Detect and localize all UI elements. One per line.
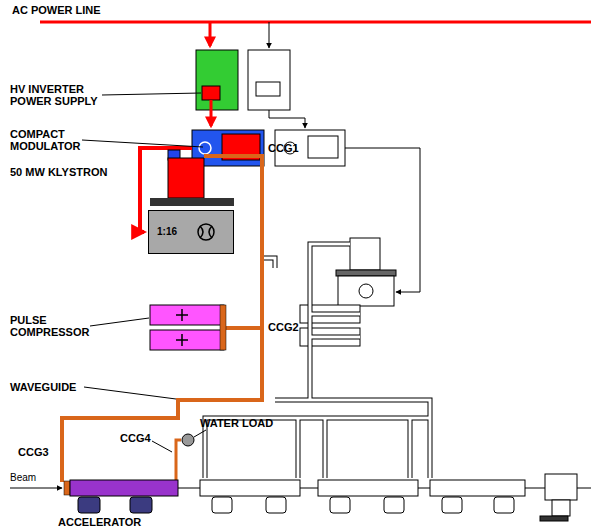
second-station: [300, 238, 396, 346]
waveguide: [62, 156, 262, 482]
accelerator-part: [130, 497, 152, 513]
leader-line-part: [84, 387, 176, 399]
waveguide-part: [62, 156, 262, 482]
part-label: CCG4: [120, 432, 151, 444]
white-waveguide: [205, 244, 430, 478]
part-label: CCG1: [268, 142, 299, 154]
part-label: PULSE COMPRESSOR: [10, 314, 90, 338]
accelerator-part-part: [430, 480, 525, 496]
accelerator-part-part: [318, 480, 418, 496]
modulator-part: [199, 142, 211, 154]
part-label: AC POWER LINE: [12, 4, 101, 16]
part-label: CCG3: [18, 446, 49, 458]
accelerator-part-part: [384, 497, 404, 513]
modulator-part: [308, 136, 338, 158]
white-waveguide-part: [205, 244, 430, 478]
inverter-supply-part: [256, 82, 280, 96]
accelerator-part-part: [200, 480, 300, 496]
accelerator-part-part: [330, 497, 350, 513]
accelerator-part-part: [545, 474, 577, 500]
accelerator-part-part: [212, 497, 232, 513]
second-station-part: [350, 238, 380, 270]
white-waveguide-part: [205, 244, 430, 478]
leader-line-part: [82, 140, 203, 147]
accelerator-part-part: [552, 500, 570, 516]
waveguide-part: [182, 434, 194, 446]
leader-line: [82, 93, 206, 452]
inverter-supply-part: [269, 110, 305, 128]
leader-line-part: [102, 93, 201, 95]
inverter-supply-part: [202, 86, 220, 100]
power-line-part: [209, 22, 212, 46]
power-line-part: [269, 22, 270, 48]
accelerator-part: [200, 474, 577, 521]
accelerator-part: [70, 480, 178, 496]
inverter-supply: [196, 50, 305, 128]
accelerator-part: [64, 481, 70, 495]
pulse-compressor-part: [220, 305, 226, 350]
part-label: Beam: [10, 472, 36, 484]
inverter-supply-part: [248, 50, 290, 110]
part-label: HV INVERTER POWER SUPPLY: [10, 83, 100, 107]
pulse-compressor: [150, 305, 226, 350]
klystron-part: [150, 198, 234, 206]
part-label: ACCELERATOR: [58, 516, 141, 528]
part-label: WAVEGUIDE: [10, 381, 76, 393]
klystron-part: [168, 158, 204, 198]
accelerator: [10, 474, 591, 521]
pulse-transformer-tank: 1:16: [148, 210, 234, 254]
part-label: COMPACT MODULATOR: [10, 128, 82, 152]
power-line-part: [40, 21, 591, 24]
power-line: [40, 22, 591, 48]
waveguide-part: [176, 440, 181, 482]
accelerator-part-part: [494, 497, 514, 513]
accelerator-part: [10, 488, 62, 489]
leader-line-part: [194, 430, 206, 437]
second-station-part: [338, 276, 394, 306]
ratio-label: 1:16: [153, 226, 181, 237]
part-label: WATER LOAD: [200, 417, 273, 429]
accelerator-part-part: [442, 497, 462, 513]
pulse-compressor-part: [176, 309, 188, 346]
part-label: 50 MW KLYSTRON: [10, 166, 107, 178]
inverter-supply-part: [210, 100, 213, 126]
leader-line-part: [90, 318, 149, 326]
accelerator-part-part: [540, 516, 568, 521]
accelerator-part-part: [266, 497, 286, 513]
accelerator-part: [78, 497, 100, 513]
part-label: CCG2: [268, 321, 299, 333]
second-station-part: [336, 270, 396, 276]
second-station-part: [359, 284, 373, 298]
inverter-supply-part: [196, 50, 238, 110]
leader-line-part: [152, 441, 172, 452]
modulator: [140, 130, 420, 292]
klystron: [150, 150, 234, 206]
waveguide-part: [224, 326, 262, 330]
